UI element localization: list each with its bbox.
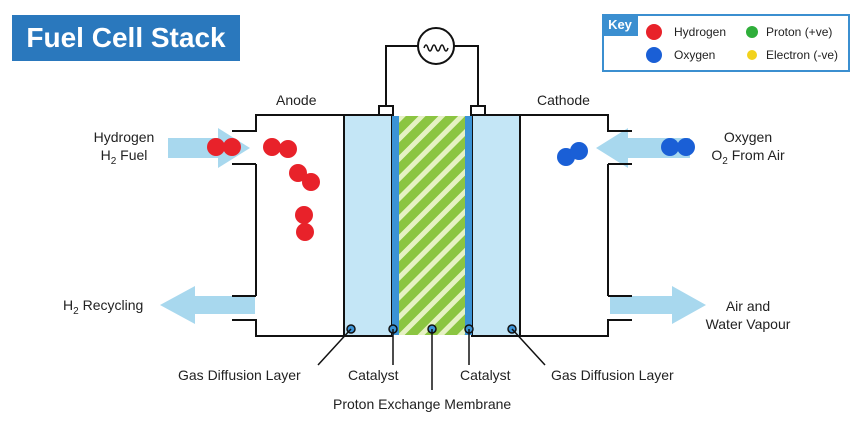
proton-legend-label: Proton (+ve) bbox=[766, 25, 833, 39]
hydrogen-molecules bbox=[207, 138, 320, 241]
oxygen-inlet-arrow bbox=[596, 128, 690, 168]
oxygen-molecules bbox=[557, 138, 695, 166]
hydrogen-legend-label: Hydrogen bbox=[674, 25, 727, 39]
oxygen-legend-dot bbox=[646, 47, 662, 63]
proton-legend-dot bbox=[746, 26, 758, 38]
proton-exchange-membrane-label: Proton Exchange Membrane bbox=[333, 396, 512, 412]
catalyst-right bbox=[465, 116, 472, 335]
hydrogen-input-label: Hydrogen H2 Fuel bbox=[93, 129, 155, 167]
circuit-wire bbox=[385, 45, 418, 108]
air-water-arrow bbox=[610, 286, 706, 324]
gas-diffusion-layer-left-label: Gas Diffusion Layer bbox=[178, 367, 301, 383]
h2-recycling-arrow bbox=[160, 286, 255, 324]
terminal-right bbox=[470, 105, 486, 116]
gas-diffusion-layer-left bbox=[343, 114, 393, 337]
electron-legend-dot bbox=[747, 50, 757, 60]
leader-lines bbox=[317, 328, 546, 390]
legend: Key Hydrogen Oxygen Proton (+ve) Electro… bbox=[602, 14, 850, 72]
hydrogen-legend-dot bbox=[646, 24, 662, 40]
air-water-label: Air and Water Vapour bbox=[705, 298, 791, 332]
electron-legend-label: Electron (-ve) bbox=[766, 48, 839, 62]
legend-title: Key bbox=[602, 14, 638, 36]
oxygen-input-label: Oxygen O2 From Air bbox=[711, 129, 785, 167]
page-title: Fuel Cell Stack bbox=[12, 15, 240, 61]
catalyst-left bbox=[392, 116, 399, 335]
cathode-label: Cathode bbox=[537, 92, 590, 108]
bulb-icon bbox=[417, 27, 455, 65]
h2-recycling-label: H2 Recycling bbox=[63, 297, 144, 317]
gas-diffusion-layer-right-label: Gas Diffusion Layer bbox=[551, 367, 674, 383]
terminal-left bbox=[378, 105, 394, 116]
catalyst-left-label: Catalyst bbox=[348, 367, 399, 383]
gas-diffusion-layer-right bbox=[471, 114, 521, 337]
anode-label: Anode bbox=[276, 92, 317, 108]
proton-exchange-membrane bbox=[399, 116, 465, 335]
oxygen-legend-label: Oxygen bbox=[674, 48, 716, 62]
catalyst-right-label: Catalyst bbox=[460, 367, 511, 383]
